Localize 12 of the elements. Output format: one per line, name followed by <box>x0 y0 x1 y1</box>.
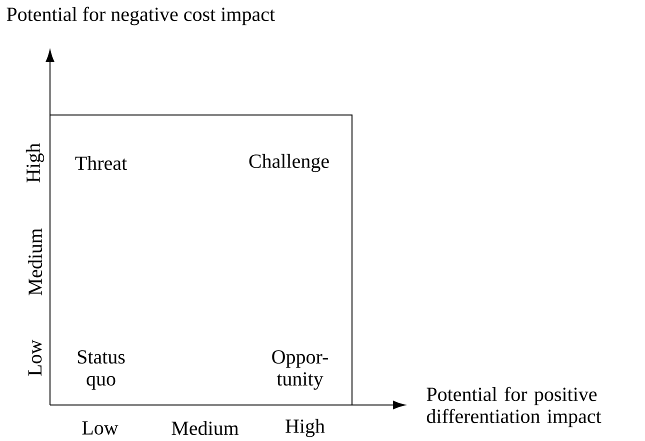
quadrant-label: Threat <box>75 156 127 170</box>
tick-label: Medium <box>172 420 239 436</box>
axis-title: Potential for positive differentiation impact <box>426 386 602 428</box>
tick-label: Low <box>28 340 42 376</box>
quadrant-label: Oppor- tunity <box>272 350 328 390</box>
tick-label: Low <box>82 421 118 435</box>
tick-label: High <box>286 418 325 438</box>
tick-label: High <box>26 143 44 182</box>
tick-label: Medium <box>28 228 42 296</box>
quadrant-label: Challenge <box>249 154 329 172</box>
axis-title: Potential for negative cost impact <box>6 6 275 26</box>
quadrant-label: Status quo <box>78 350 125 390</box>
